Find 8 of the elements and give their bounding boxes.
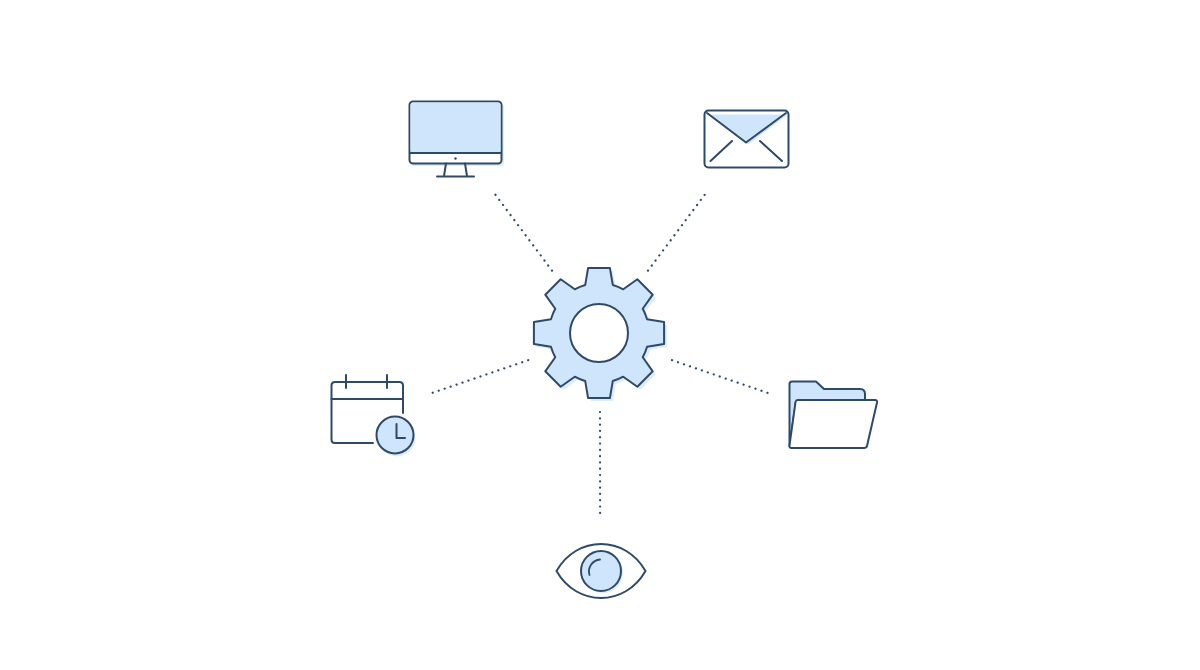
calendar-clock-icon (330, 374, 416, 458)
eye-icon (555, 542, 647, 602)
dotted-connector (646, 191, 708, 272)
monitor-icon (408, 100, 504, 180)
dotted-connector (598, 410, 602, 516)
folder-icon (788, 380, 879, 450)
dotted-connector (492, 191, 554, 272)
envelope-icon (703, 109, 791, 170)
